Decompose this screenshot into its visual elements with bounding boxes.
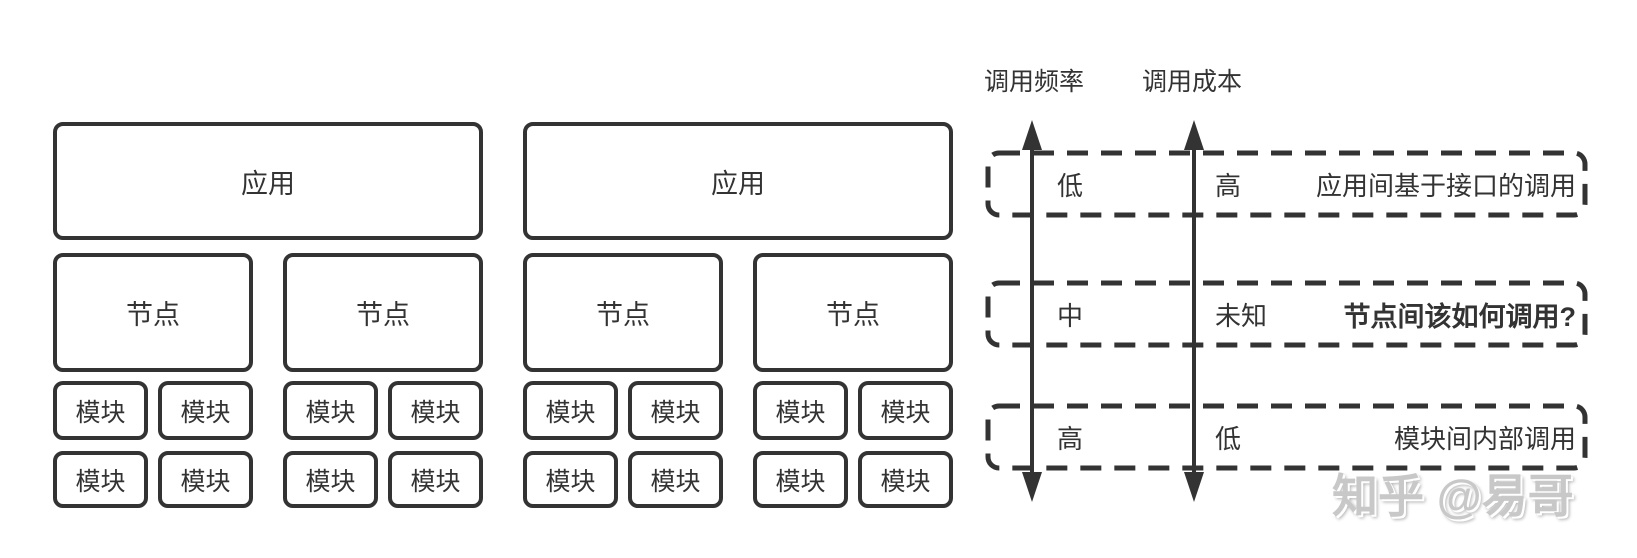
frequency-axis-arrow-icon [1022,120,1042,502]
call-level-row-node: 中 未知 节点间该如何调用? [985,280,1588,348]
application-box: 应用 [523,122,953,240]
node-box: 节点 [753,253,953,372]
node-box: 节点 [523,253,723,372]
cost-level: 低 [1215,423,1242,454]
module-box: 模块 [158,381,253,440]
frequency-level: 低 [1057,170,1084,201]
module-box: 模块 [523,381,618,440]
module-label: 模块 [650,467,701,496]
dashed-border [985,150,1588,218]
call-level-row-module: 高 低 模块间内部调用 [985,403,1588,471]
frequency-level: 中 [1057,300,1084,331]
application-label: 应用 [241,168,295,199]
module-label: 模块 [180,467,231,496]
application-box: 应用 [53,122,483,240]
application-group-2: 应用 节点 节点 模块 模块 模块 模块 模块 模块 模块 模块 [523,122,953,510]
node-box: 节点 [53,253,253,372]
module-box: 模块 [158,451,253,508]
module-label: 模块 [305,398,356,427]
module-label: 模块 [880,467,931,496]
module-box: 模块 [388,451,483,508]
module-box: 模块 [858,451,953,508]
module-box: 模块 [523,451,618,508]
module-label: 模块 [650,398,701,427]
application-group-1: 应用 节点 节点 模块 模块 模块 模块 模块 模块 模块 模块 [53,122,483,510]
module-label: 模块 [545,398,596,427]
call-description: 节点间该如何调用? [1343,301,1577,332]
cost-level: 高 [1215,170,1242,201]
module-label: 模块 [545,467,596,496]
frequency-level: 高 [1057,423,1084,454]
module-label: 模块 [775,467,826,496]
module-box: 模块 [53,451,148,508]
watermark: 知乎 @易哥 [1332,470,1574,522]
module-box: 模块 [53,381,148,440]
module-label: 模块 [410,398,461,427]
dashed-border [985,403,1588,471]
module-label: 模块 [410,467,461,496]
node-box: 节点 [283,253,483,372]
module-label: 模块 [75,398,126,427]
module-label: 模块 [75,467,126,496]
call-level-row-application: 低 高 应用间基于接口的调用 [985,150,1588,218]
call-description: 模块间内部调用 [1393,423,1576,454]
node-label: 节点 [826,300,880,330]
module-box: 模块 [388,381,483,440]
call-description: 应用间基于接口的调用 [1315,170,1576,201]
module-box: 模块 [753,451,848,508]
module-box: 模块 [283,451,378,508]
frequency-axis-title: 调用频率 [983,68,1084,96]
application-label: 应用 [711,168,765,199]
node-label: 节点 [596,300,650,330]
module-box: 模块 [628,451,723,508]
node-label: 节点 [126,300,180,330]
module-box: 模块 [283,381,378,440]
module-label: 模块 [880,398,931,427]
module-label: 模块 [305,467,356,496]
module-label: 模块 [775,398,826,427]
cost-axis-arrow-icon [1184,120,1204,502]
module-box: 模块 [858,381,953,440]
module-label: 模块 [180,398,231,427]
dashed-border [985,280,1588,348]
node-label: 节点 [356,300,410,330]
cost-axis-title: 调用成本 [1141,68,1242,96]
module-box: 模块 [753,381,848,440]
module-box: 模块 [628,381,723,440]
cost-level: 未知 [1215,300,1268,331]
